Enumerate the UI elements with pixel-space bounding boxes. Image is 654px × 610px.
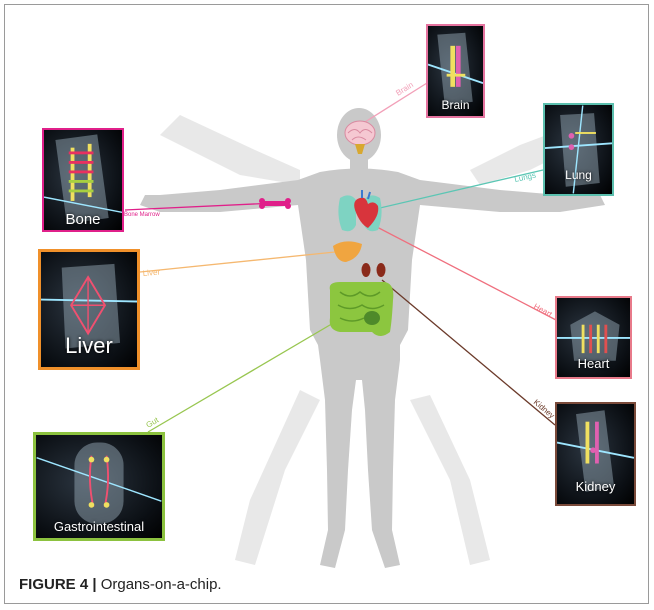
brain-chip-label: Brain (428, 98, 483, 112)
figure-caption-text: Organs-on-a-chip. (97, 576, 222, 593)
heart-chip-image: Heart (555, 296, 632, 379)
gastrointestinal-chip-label: Gastrointestinal (36, 519, 162, 534)
intestine-organ (330, 282, 394, 336)
kidney-chip-image: Kidney (555, 402, 636, 506)
liver-chip-label: Liver (41, 333, 137, 359)
liver-chip-image: Liver (38, 249, 140, 370)
figure-caption: FIGURE 4 | Organs-on-a-chip. (19, 576, 222, 593)
liver-line-label: Liver (142, 267, 160, 278)
bone-chip-image: Bone (42, 128, 124, 232)
bone-marrow-line-label: Bone Marrow (124, 212, 160, 218)
lung-chip-image: Lung (543, 103, 614, 196)
liver-connector (140, 252, 335, 272)
kidney-chip-label: Kidney (557, 479, 634, 494)
brain-line-label: Brain (394, 80, 415, 98)
figure-number: FIGURE 4 | (19, 576, 97, 593)
brain-chip-image: Brain (426, 24, 485, 118)
kidney-connector (382, 280, 555, 425)
gut-line-label: Gut (145, 415, 161, 430)
lung-chip-label: Lung (545, 168, 612, 182)
bone-chip-label: Bone (44, 211, 122, 228)
heart-chip-label: Heart (557, 356, 630, 371)
gastrointestinal-chip-image: Gastrointestinal (33, 432, 165, 541)
